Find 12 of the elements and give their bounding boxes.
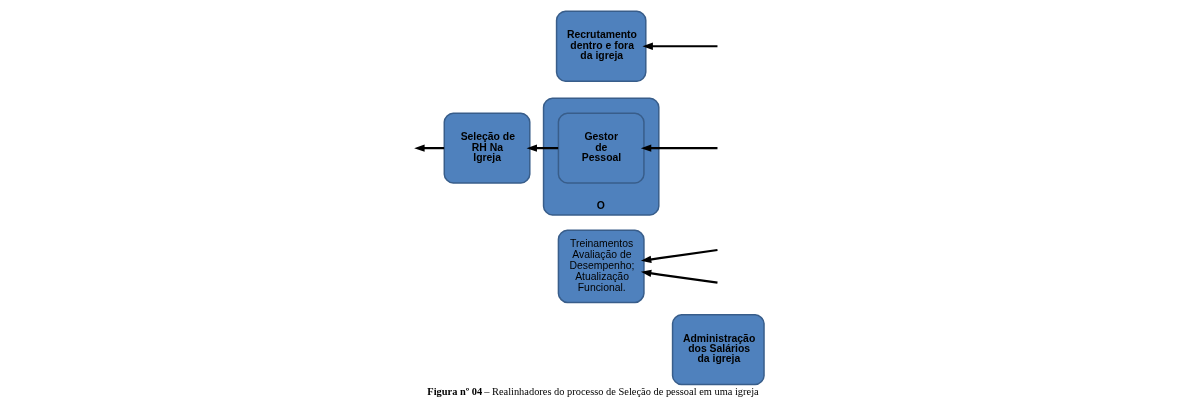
arrow <box>526 144 558 152</box>
arrow <box>413 144 444 152</box>
arrow <box>640 248 718 263</box>
node-box: Recrutamento dentro e fora da igreja <box>555 10 647 82</box>
node-box: Gestor de Pessoal <box>557 112 645 184</box>
node-box: Treinamentos Avaliação de Desempenho; Atualização Funcional. <box>557 229 645 304</box>
arrow <box>640 269 718 284</box>
arrow <box>640 144 717 152</box>
node-box: Seleção de RH Na Igreja <box>443 112 531 184</box>
caption: Figura nº 04 – Realinhadores do processo de Seleção de pessoal em uma igreja <box>426 386 759 398</box>
arrow <box>641 42 717 50</box>
node-box: Administração dos Salários da igreja <box>671 313 765 386</box>
